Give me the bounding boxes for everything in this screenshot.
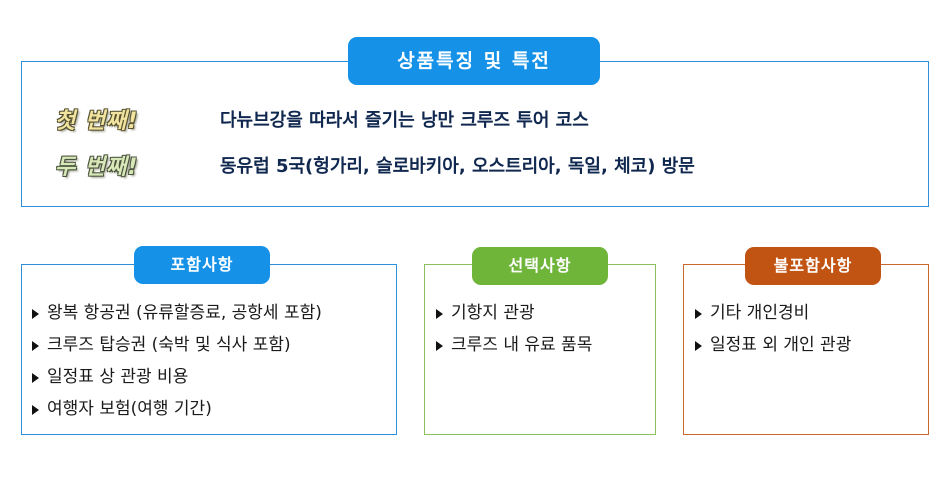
feature-tag-2: 두 번째! bbox=[55, 155, 139, 180]
list-item-label: 일정표 외 개인 관광 bbox=[710, 334, 852, 355]
list-item: 일정표 상 관광 비용 bbox=[32, 358, 322, 390]
bullet-arrow-icon bbox=[436, 309, 443, 319]
bullet-arrow-icon bbox=[32, 373, 39, 383]
list-item-label: 크루즈 내 유료 품목 bbox=[451, 334, 593, 355]
bullet-arrow-icon bbox=[32, 405, 39, 415]
list-item-label: 여행자 보험(여행 기간) bbox=[47, 398, 212, 419]
list-item-label: 일정표 상 관광 비용 bbox=[47, 366, 189, 387]
list-item: 일정표 외 개인 관광 bbox=[695, 326, 851, 358]
feature-tag-1: 첫 번째! bbox=[55, 109, 139, 134]
bullet-arrow-icon bbox=[32, 341, 39, 351]
bullet-arrow-icon bbox=[695, 341, 702, 351]
included-list: 왕복 항공권 (유류할증료, 공항세 포함) 크루즈 탑승권 (숙박 및 식사 … bbox=[32, 294, 322, 422]
list-item: 기타 개인경비 bbox=[695, 294, 851, 326]
excluded-box bbox=[683, 264, 929, 435]
list-item-label: 왕복 항공권 (유류할증료, 공항세 포함) bbox=[47, 302, 322, 323]
optional-title: 선택사항 bbox=[472, 247, 608, 285]
feature-text-1: 다뉴브강을 따라서 즐기는 낭만 크루즈 투어 코스 bbox=[220, 110, 589, 131]
list-item: 기항지 관광 bbox=[436, 294, 592, 326]
excluded-list: 기타 개인경비 일정표 외 개인 관광 bbox=[695, 294, 851, 358]
list-item: 여행자 보험(여행 기간) bbox=[32, 390, 322, 422]
feature-row-2: 두 번째! 동유럽 5국(헝가리, 슬로바키아, 오스트리아, 독일, 체코) … bbox=[52, 148, 695, 182]
optional-box bbox=[424, 264, 656, 435]
feature-row-1: 첫 번째! 다뉴브강을 따라서 즐기는 낭만 크루즈 투어 코스 bbox=[52, 102, 589, 136]
list-item: 크루즈 탑승권 (숙박 및 식사 포함) bbox=[32, 326, 322, 358]
list-item: 크루즈 내 유료 품목 bbox=[436, 326, 592, 358]
bullet-arrow-icon bbox=[695, 309, 702, 319]
list-item-label: 기타 개인경비 bbox=[710, 302, 810, 323]
list-item: 왕복 항공권 (유류할증료, 공항세 포함) bbox=[32, 294, 322, 326]
excluded-title: 불포함사항 bbox=[745, 247, 881, 285]
bullet-arrow-icon bbox=[32, 309, 39, 319]
feature-text-2: 동유럽 5국(헝가리, 슬로바키아, 오스트리아, 독일, 체코) 방문 bbox=[220, 156, 695, 177]
list-item-label: 크루즈 탑승권 (숙박 및 식사 포함) bbox=[47, 334, 291, 355]
included-box bbox=[21, 264, 397, 435]
list-item-label: 기항지 관광 bbox=[451, 302, 535, 323]
features-box bbox=[21, 61, 929, 207]
bullet-arrow-icon bbox=[436, 341, 443, 351]
features-title: 상품특징 및 특전 bbox=[348, 37, 600, 85]
included-title: 포함사항 bbox=[134, 246, 270, 284]
optional-list: 기항지 관광 크루즈 내 유료 품목 bbox=[436, 294, 592, 358]
